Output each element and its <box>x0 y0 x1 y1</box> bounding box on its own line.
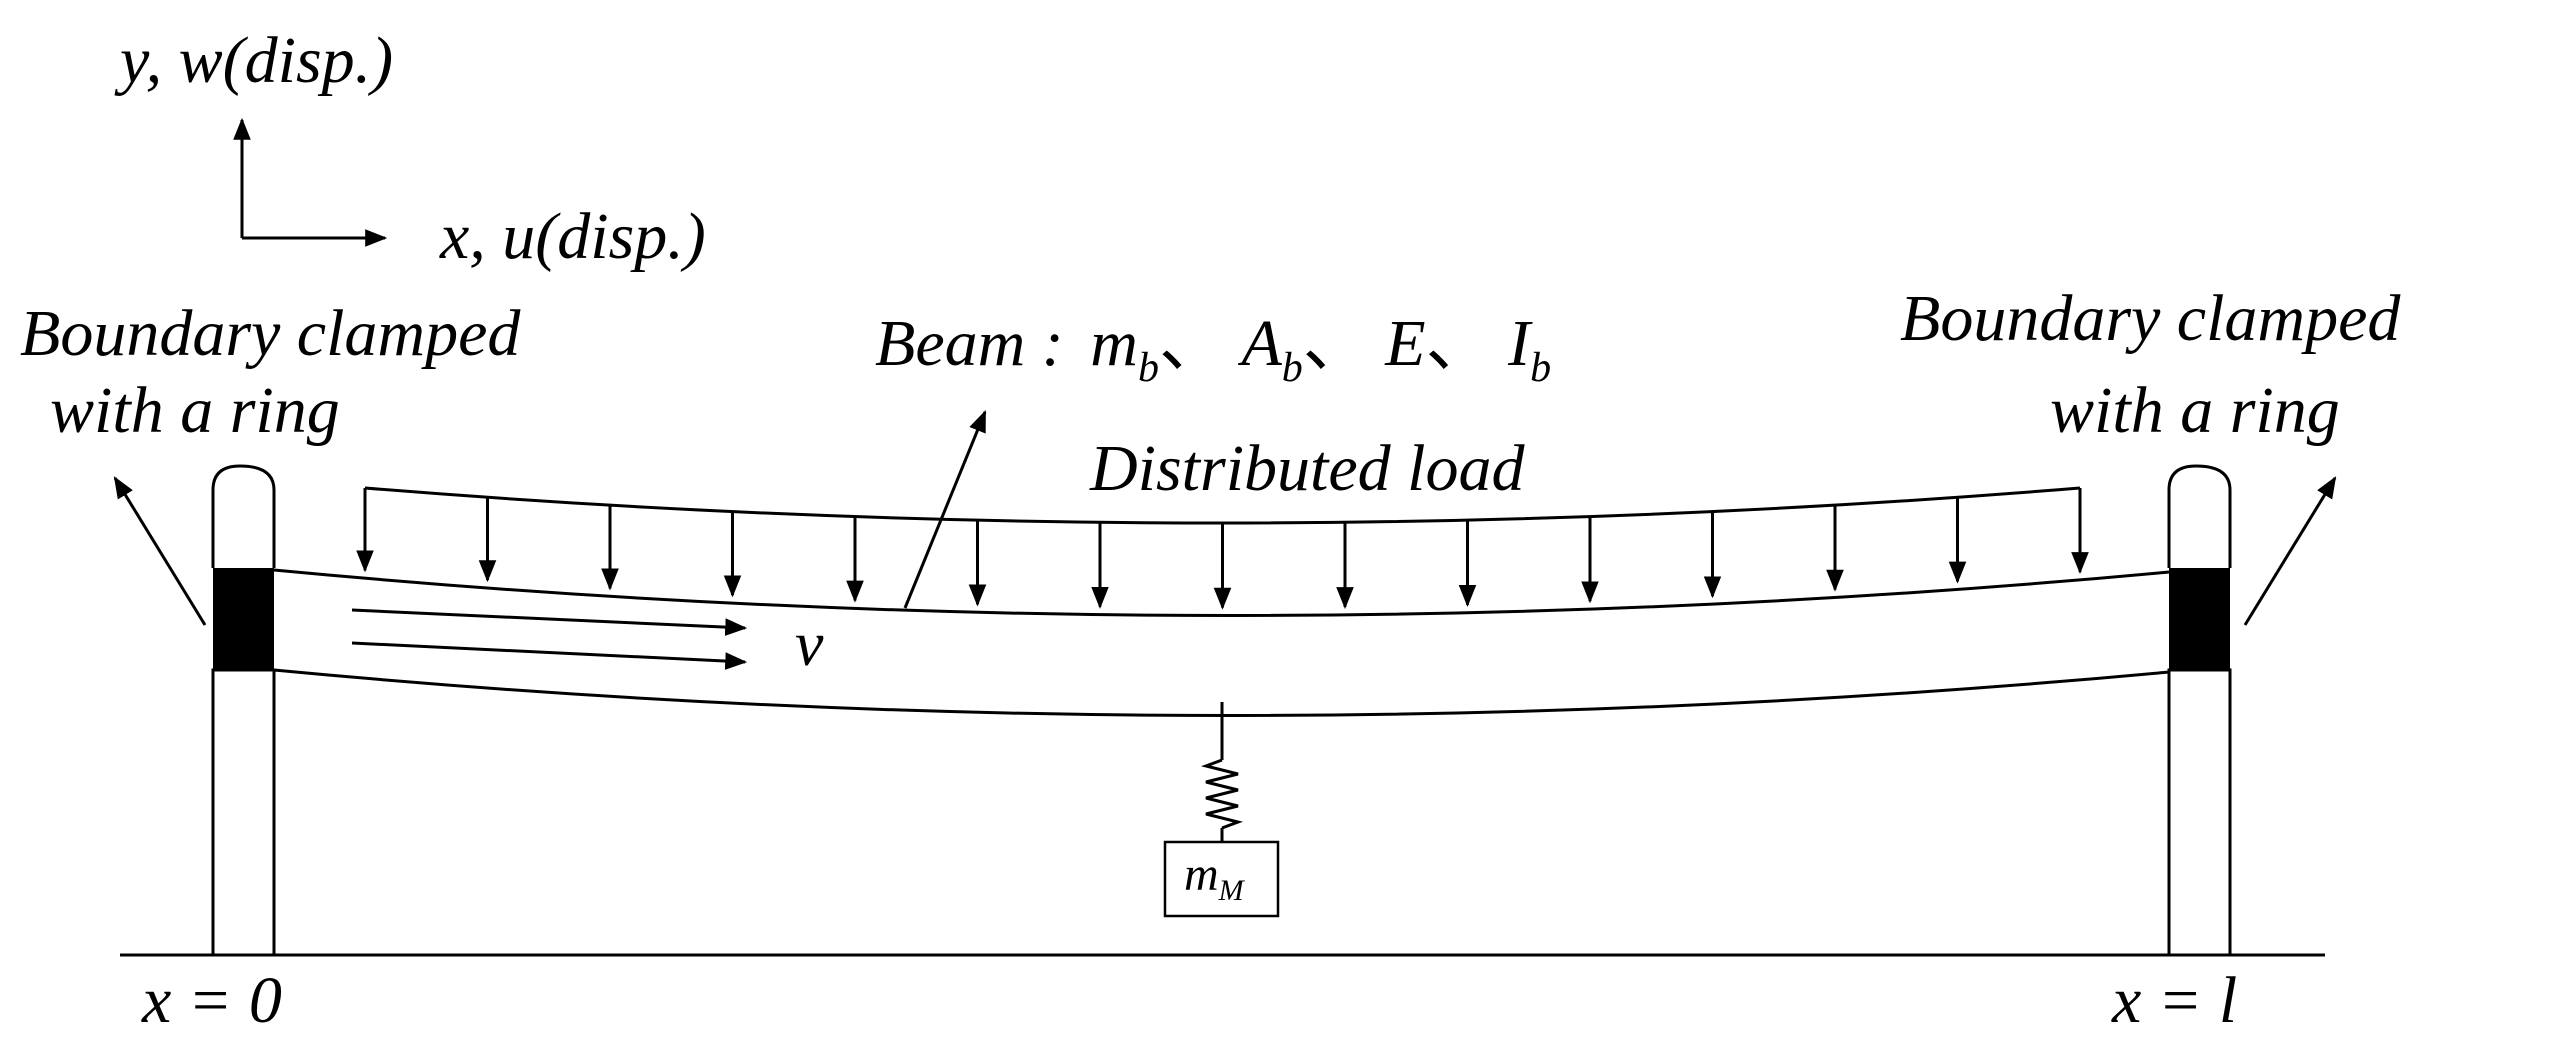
left-boundary-line2: with a ring <box>50 374 340 447</box>
spring-coil <box>1200 758 1244 830</box>
left-boundary-annotation: Boundary clamped with a ring <box>20 297 521 626</box>
beam-properties-label: Beam : mb、 Ab、 E、 Ib <box>875 307 1551 391</box>
flow-arrow-lower <box>351 641 748 670</box>
right-clamp-ring <box>2169 568 2230 670</box>
beam-sep-3: 、 <box>1426 307 1492 380</box>
beam-symbol-a-sub: b <box>1282 345 1303 391</box>
mass-block <box>1163 840 1280 918</box>
beam-symbol-i-sub: b <box>1530 345 1551 391</box>
beam-symbol-m-sub: b <box>1138 345 1159 391</box>
mass-symbol-sub: M <box>1218 874 1246 907</box>
flow-arrow-upper <box>351 608 748 636</box>
beam-symbol-m: m <box>1090 307 1138 380</box>
mass-symbol: m <box>1184 848 1219 901</box>
coordinate-axes: y, w(disp.) x, u(disp.) <box>114 24 706 273</box>
beam-pointer-arrow <box>903 409 987 609</box>
beam-prefix: Beam : <box>875 307 1064 380</box>
position-right-label: x = l <box>2111 964 2237 1037</box>
flow-indicator: v <box>351 608 824 679</box>
beam-sep-1: 、 <box>1159 307 1225 380</box>
left-ring-cap <box>211 464 276 568</box>
beam-top-edge <box>273 568 2170 617</box>
y-axis-label: y, w(disp.) <box>114 24 393 97</box>
distributed-load: Distributed load <box>356 432 2089 610</box>
spring-mass: mM <box>1163 702 1280 918</box>
beam-sep-2: 、 <box>1303 307 1369 380</box>
position-left-label: x = 0 <box>141 964 282 1037</box>
left-boundary-line1: Boundary clamped <box>20 297 521 370</box>
flow-velocity-label: v <box>795 608 824 679</box>
right-post <box>2167 668 2232 957</box>
right-ring-cap <box>2167 464 2232 568</box>
beam-properties: Beam : mb、 Ab、 E、 Ib <box>875 307 1551 609</box>
load-arrows <box>356 488 2089 610</box>
right-boundary-line1: Boundary clamped <box>1900 282 2401 355</box>
left-boundary-pointer <box>113 476 207 626</box>
left-clamp-ring <box>213 568 274 670</box>
beam-symbol-i: I <box>1507 307 1533 380</box>
left-post <box>211 668 276 957</box>
right-boundary-annotation: Boundary clamped with a ring <box>1900 282 2401 626</box>
beam-symbol-a: A <box>1237 307 1282 380</box>
beam-symbol-e: E <box>1384 307 1425 380</box>
load-label: Distributed load <box>1089 432 1526 505</box>
left-support <box>211 464 276 957</box>
right-boundary-pointer <box>2243 476 2337 626</box>
right-boundary-line2: with a ring <box>2050 374 2340 447</box>
right-support <box>2167 464 2232 957</box>
mass-label: mM <box>1184 848 1246 907</box>
x-axis-label: x, u(disp.) <box>439 200 706 273</box>
